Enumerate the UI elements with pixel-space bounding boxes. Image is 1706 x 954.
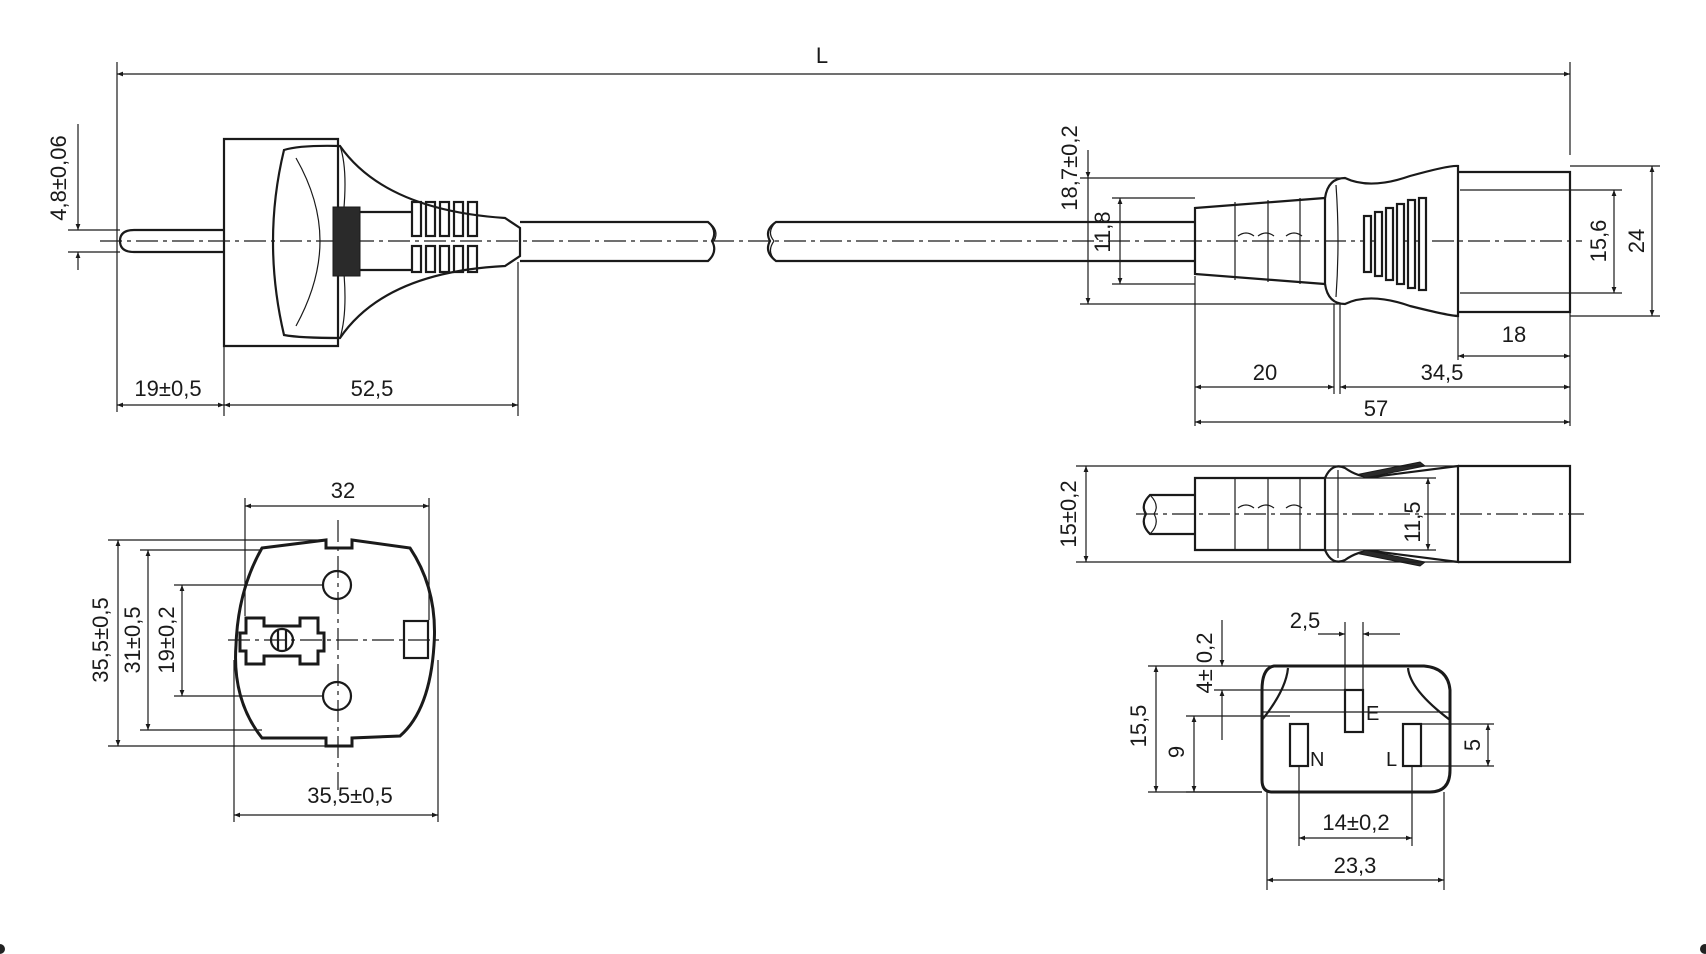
connector-body-height-label: 24 [1624,229,1649,253]
plug-face-view [228,520,444,790]
socket-line-pin-height-label: 5 [1460,739,1485,751]
connector-grip-height-label: 18,7±0,2 [1057,125,1082,210]
plug-length-dimensions: 19±0,5 52,5 [117,262,519,416]
overall-length-dimension: L [116,43,1571,412]
connector-head-length-label: 18 [1502,322,1526,347]
plug-face-outline [234,538,436,748]
connector-top-view [1193,164,1572,318]
socket-face-view: E N L [1260,664,1452,794]
plug-body [271,144,522,340]
socket-pin-width-label: 2,5 [1290,608,1321,633]
pin-diameter-label: 4,8±0,06 [46,135,71,220]
socket-width-label: 23,3 [1334,853,1377,878]
connector-side-height-label: 15±0,2 [1056,480,1081,547]
plug-face-contact-height-label: 31±0,5 [120,606,145,673]
plug-face-outer-height-label: 35,5±0,5 [88,597,113,682]
plug-face-pin-upper [321,569,353,601]
plug-face-side-contact [402,619,430,660]
plug-face-dimensions: 32 35,5±0,5 31±0,5 19±0,2 35,5±0,5 [88,478,439,822]
connector-sleeve-length-label: 20 [1253,360,1277,385]
pin-length-label: 19±0,5 [134,376,201,401]
plug-flange [222,137,340,348]
connector-grip [1323,164,1460,318]
cable-right [766,220,1195,263]
plug-face-width-label: 32 [331,478,355,503]
connector-side-dimensions: 15±0,2 11,5 [1056,465,1458,563]
socket-face-outline [1260,664,1452,794]
socket-earth-offset-label: 4± 0,2 [1192,632,1217,693]
connector-side-sleeve-height-label: 11,5 [1400,501,1425,542]
connector-total-length-label: 57 [1364,396,1388,421]
overall-length-label: L [816,43,828,68]
plug-strain-relief-ribs [360,200,479,274]
connector-body-inner-height-label: 15,6 [1586,220,1611,263]
corner-mark-left [0,944,5,954]
socket-line-slot [1401,722,1423,768]
plug-face-pin-lower [321,680,353,712]
plug-body-length-label: 52,5 [351,376,394,401]
socket-line-label: L [1386,749,1397,771]
connector-side-cable [1142,493,1195,536]
plug-grip-dark [332,206,361,277]
connector-top-dimensions: 18,7±0,2 11,8 15,6 24 18 20 34,5 57 [1057,125,1660,426]
socket-neutral-label: N [1310,749,1324,771]
connector-sleeve-height-label: 11,8 [1090,211,1115,252]
socket-pin-height-label: 9 [1164,746,1189,758]
socket-face-dimensions: 2,5 4± 0,2 15,5 9 5 14±0,2 23,3 [1126,608,1494,890]
connector-grip-ribs [1362,196,1428,292]
socket-earth-slot [1343,688,1365,734]
corner-mark-right [1700,944,1706,954]
plug-face-earth-contact [238,616,326,666]
socket-neutral-slot [1288,722,1310,768]
socket-pin-spacing-label: 14±0,2 [1322,810,1389,835]
socket-height-label: 15,5 [1126,705,1151,748]
connector-grip-length-label: 34,5 [1421,360,1464,385]
plug-face-pin-spacing-label: 19±0,2 [154,606,179,673]
plug-pin [118,228,224,254]
socket-earth-label: E [1366,703,1379,725]
pin-diameter-dimension: 4,8±0,06 [46,124,120,270]
plug-side-view [100,137,1582,348]
connector-head [1458,170,1572,314]
plug-face-outer-width-label: 35,5±0,5 [307,783,392,808]
